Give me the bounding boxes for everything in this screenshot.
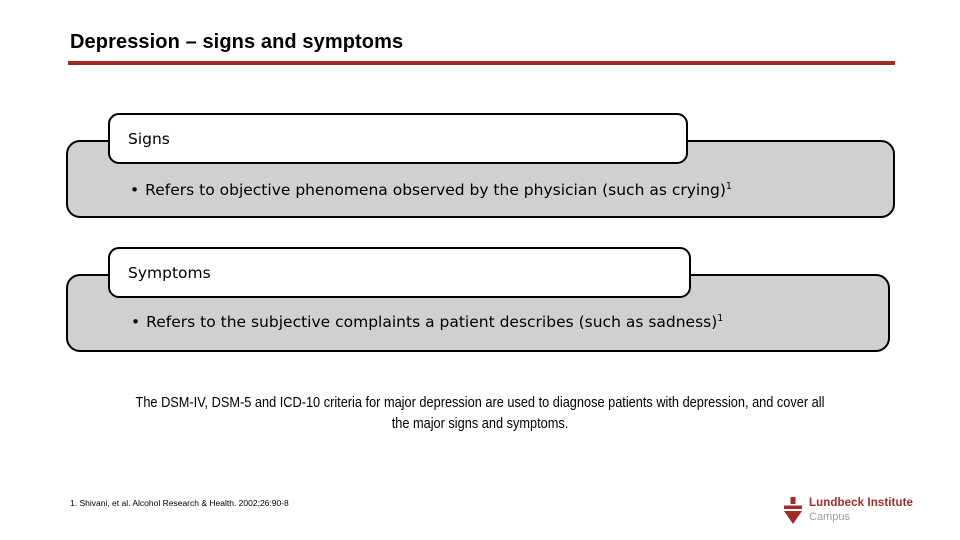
callout-tab-label-signs: Signs — [128, 129, 170, 148]
callout-tab-label-symptoms: Symptoms — [128, 263, 211, 282]
summary-paragraph: The DSM-IV, DSM-5 and ICD-10 criteria fo… — [135, 395, 825, 432]
footnote-reference: 1. Shivani, et al. Alcohol Research & He… — [70, 498, 289, 508]
brand-logo-text: Lundbeck Institute Campus — [809, 496, 913, 524]
bullet-item-signs: • Refers to objective phenomena observed … — [130, 181, 732, 199]
brand-logo-subtitle: Campus — [809, 511, 850, 523]
bullet-text-signs: Refers to objective phenomena observed b… — [145, 181, 726, 199]
brand-logo: Lundbeck Institute Campus — [781, 494, 913, 528]
bullet-reference-signs: 1 — [725, 180, 732, 192]
lundbeck-arrow-icon — [784, 497, 802, 524]
bullet-text-symptoms: Refers to the subjective complaints a pa… — [146, 313, 718, 331]
bullet-reference-symptoms: 1 — [717, 312, 724, 324]
bullet-marker-icon: • — [131, 313, 141, 331]
bullet-item-symptoms: • Refers to the subjective complaints a p… — [131, 313, 723, 331]
brand-logo-title: Lundbeck Institute — [809, 497, 914, 509]
title-divider — [68, 61, 895, 65]
page-title: Depression – signs and symptoms — [70, 31, 404, 53]
callout-tab-signs: Signs — [108, 113, 688, 164]
bullet-marker-icon: • — [130, 181, 140, 199]
callout-tab-symptoms: Symptoms — [108, 247, 691, 298]
